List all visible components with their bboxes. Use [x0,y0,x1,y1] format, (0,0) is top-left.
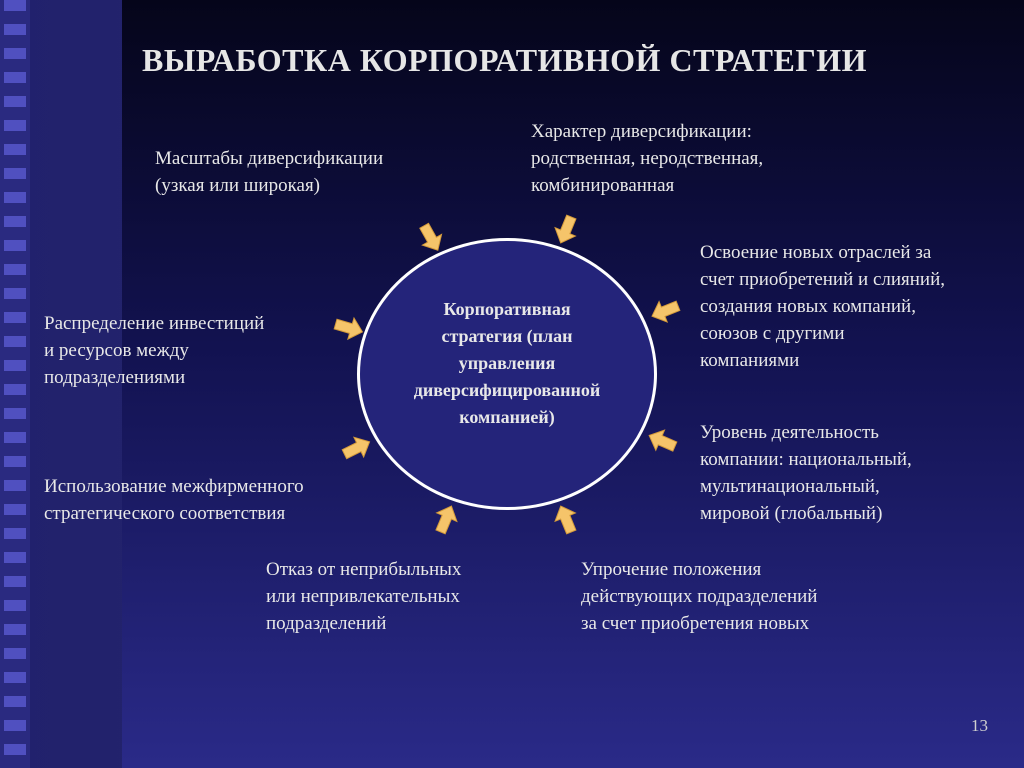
annotation-new-industries: Освоение новых отраслей за счет приобрет… [700,242,946,371]
slide-title: ВЫРАБОТКА КОРПОРАТИВНОЙ СТРАТЕГИИ [142,42,867,78]
central-strategy-label: Корпоративная стратегия (план управления… [413,298,601,427]
film-strip-decoration [0,0,122,768]
annotation-divest-unprofitable: Отказ от неприбыльных или непривлекатель… [266,559,462,634]
annotation-diversification-type: Характер диверсификации: родственная, не… [531,121,764,196]
arrow-industries-icon [651,300,681,323]
arrow-type-icon [554,214,577,244]
arrow-investment-icon [333,316,364,341]
arrow-divest-icon [435,505,458,535]
central-circle: Корпоративная стратегия (план управления… [357,238,657,510]
annotation-investment-allocation: Распределение инвестиций и ресурсов межд… [44,313,265,388]
annotation-activity-level: Уровень деятельность компании: националь… [700,422,912,524]
page-number: 13 [971,716,988,735]
annotation-diversification-scale: Масштабы диверсификации (узкая или широк… [155,148,384,196]
arrow-strengthen-icon [554,505,577,535]
annotation-strategic-fit: Использование межфирменного стратегическ… [44,476,304,524]
annotation-strengthen-units: Упрочение положения действующих подразде… [581,559,818,634]
arrow-scale-icon [419,222,443,251]
arrow-strategic-fit-icon [341,436,371,460]
arrow-activity-icon [648,429,678,452]
